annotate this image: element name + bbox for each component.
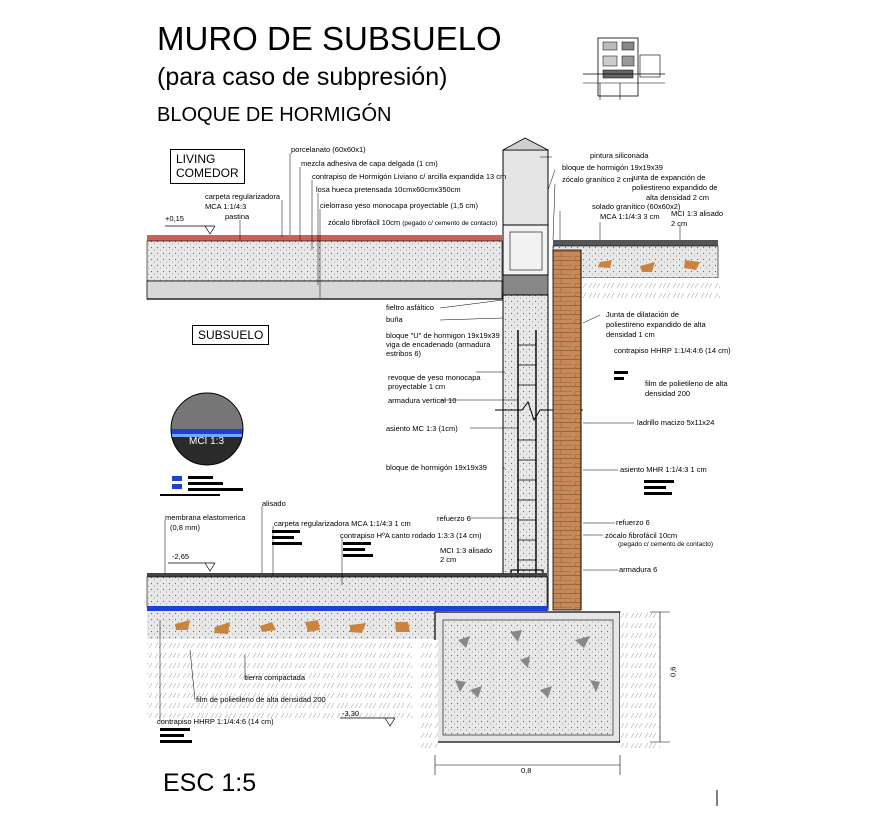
- dimension-width: 0,8: [521, 766, 532, 775]
- label-film-right-2: densidad 200: [645, 389, 691, 398]
- label-revoque: revoque de yeso monocapa: [388, 373, 481, 382]
- legend-swatches: [160, 476, 243, 496]
- label-zocalo-right: zócalo fibrofácil 10cm: [605, 531, 678, 540]
- level-lower: -2,65: [172, 552, 190, 561]
- label-film-lower: film de polietileno de alta densidad 200: [196, 695, 326, 704]
- label-contrapiso-hhrp-right: contrapiso HHRP 1:1/4:4:6 (14 cm): [614, 346, 731, 355]
- label-ladrillo: ladrillo macizo 5x11x24: [637, 418, 715, 427]
- label-bloque-upper: bloque de hormigón 19x19x39: [562, 163, 663, 172]
- label-mezcla: mezcla adhesiva de capa delgada (1 cm): [301, 159, 438, 168]
- label-mci-alisado: MCI 1:3 alisado: [440, 546, 493, 555]
- label-film-right: film de polietileno de alta: [645, 379, 728, 388]
- living-text: LIVING: [176, 152, 216, 166]
- label-viga: viga de encadenado (armadura: [386, 340, 491, 349]
- label-refuerzo-left: refuerzo 6: [437, 514, 471, 523]
- label-junta-dil: Junta de dilatación de: [606, 310, 679, 319]
- brick-wall: [552, 249, 582, 611]
- label-junta-1: junta de expanción de: [632, 173, 706, 182]
- label-asiento-mc: asiento MC 1:3 (1cm): [386, 424, 458, 433]
- label-cielorraso: cielorraso yeso monocapa proyectable (1,…: [320, 201, 478, 210]
- label-contrapiso: contrapiso de Hormigón Liviano c/ arcill…: [312, 172, 507, 181]
- label-membrana: membrana elastomerica: [165, 513, 246, 522]
- zocalo-text: zócalo fibrofácil 10cm: [328, 218, 401, 227]
- label-mci-2: 2 cm: [671, 219, 688, 228]
- label-revoque-2: proyectable 1 cm: [388, 382, 446, 391]
- label-junta-3: alta densidad 2 cm: [646, 193, 709, 202]
- label-junta-2: poliestireno expandido de: [632, 183, 718, 192]
- label-losa: losa hueca pretensada 10cmx60cmx350cm: [316, 185, 461, 194]
- label-estribos: estribos 6): [386, 349, 422, 358]
- comedor-text: COMEDOR: [176, 166, 239, 181]
- label-mci-alisado-2: 2 cm: [440, 555, 457, 564]
- label-alisado: alisado: [262, 499, 286, 508]
- footing: [418, 611, 670, 775]
- label-membrana-2: (0,8 mm): [170, 523, 200, 532]
- label-tierra: tierra compactada: [245, 673, 306, 682]
- label-armadura-vertical: armadura vertical 10: [388, 396, 457, 405]
- legend-circle: [170, 392, 244, 466]
- label-zocalo-upper: zócalo fibrofácil 10cm (pegado c/ cement…: [328, 219, 497, 228]
- label-carpeta-mix: MCA 1:1/4:3: [205, 202, 247, 211]
- label-bloque-u: bloque "U" de hormigon 19x19x39: [386, 331, 500, 340]
- label-asiento-mhr: asiento MHR 1:1/4:3 1 cm: [620, 465, 707, 474]
- level-bottom: -3,30: [342, 709, 360, 718]
- level-markers: [165, 225, 396, 727]
- page-subtitle: (para caso de subpresión): [157, 63, 448, 91]
- waterproof-membrane: [147, 606, 547, 611]
- room-label-subsuelo: SUBSUELO: [192, 325, 270, 346]
- basement-wall: [495, 137, 640, 611]
- label-pastina: pastina: [225, 212, 250, 221]
- label-contrapiso-hhrp-lower: contrapiso HHRP 1:1/4:4:6 (14 cm): [157, 717, 274, 726]
- label-bunia: buña: [386, 315, 403, 324]
- label-junta-dil-2: poliestireno expandido de alta: [606, 320, 706, 329]
- label-carpeta-lower: carpeta regularizadora MCA 1:1/4:3 1 cm: [274, 519, 411, 528]
- label-solado: solado granítico (60x60x2): [592, 202, 681, 211]
- location-key-icon: [583, 37, 665, 100]
- legend-circle-label: MCI 1:3: [189, 436, 225, 447]
- level-upper: +0,15: [165, 214, 184, 223]
- dimension-height: 0,6: [668, 666, 678, 677]
- label-zocalo-granitico: zócalo granítico 2 cm: [562, 175, 633, 184]
- upper-slab: [146, 235, 503, 300]
- label-zocalo-right-note: (pegado c/ cemento de contacto): [618, 541, 714, 548]
- scale-label: ESC 1:5: [163, 769, 257, 797]
- lower-slab: [146, 573, 548, 719]
- zocalo-note: (pegado c/ cemento de contacto): [402, 220, 498, 227]
- label-bloque-hormigon: bloque de hormigón 19x19x39: [386, 463, 487, 472]
- label-mci: MCI 1:3 alisado: [671, 209, 724, 218]
- label-porcelanato: porcelanato (60x60x1): [291, 145, 366, 154]
- redacted-notes: [160, 371, 674, 743]
- label-junta-dil-3: densidad 1 cm: [606, 330, 655, 339]
- label-mca: MCA 1:1/4:3 3 cm: [600, 212, 660, 221]
- label-armadura: armadura 6: [619, 565, 658, 574]
- label-contrapiso-canto: contrapiso HºA canto rodado 1:3:3 (14 cm…: [340, 531, 482, 540]
- material-heading: BLOQUE DE HORMIGÓN: [157, 104, 392, 126]
- room-label-living: LIVING COMEDOR: [170, 149, 245, 184]
- page-title: MURO DE SUBSUELO: [157, 20, 502, 57]
- label-pintura: pintura siliconada: [590, 151, 649, 160]
- label-fieltro: fieltro asfáltico: [386, 303, 434, 312]
- label-refuerzo-right: refuerzo 6: [616, 518, 650, 527]
- leader-lines: [159, 153, 681, 722]
- label-carpeta: carpeta regularizadora: [205, 192, 281, 201]
